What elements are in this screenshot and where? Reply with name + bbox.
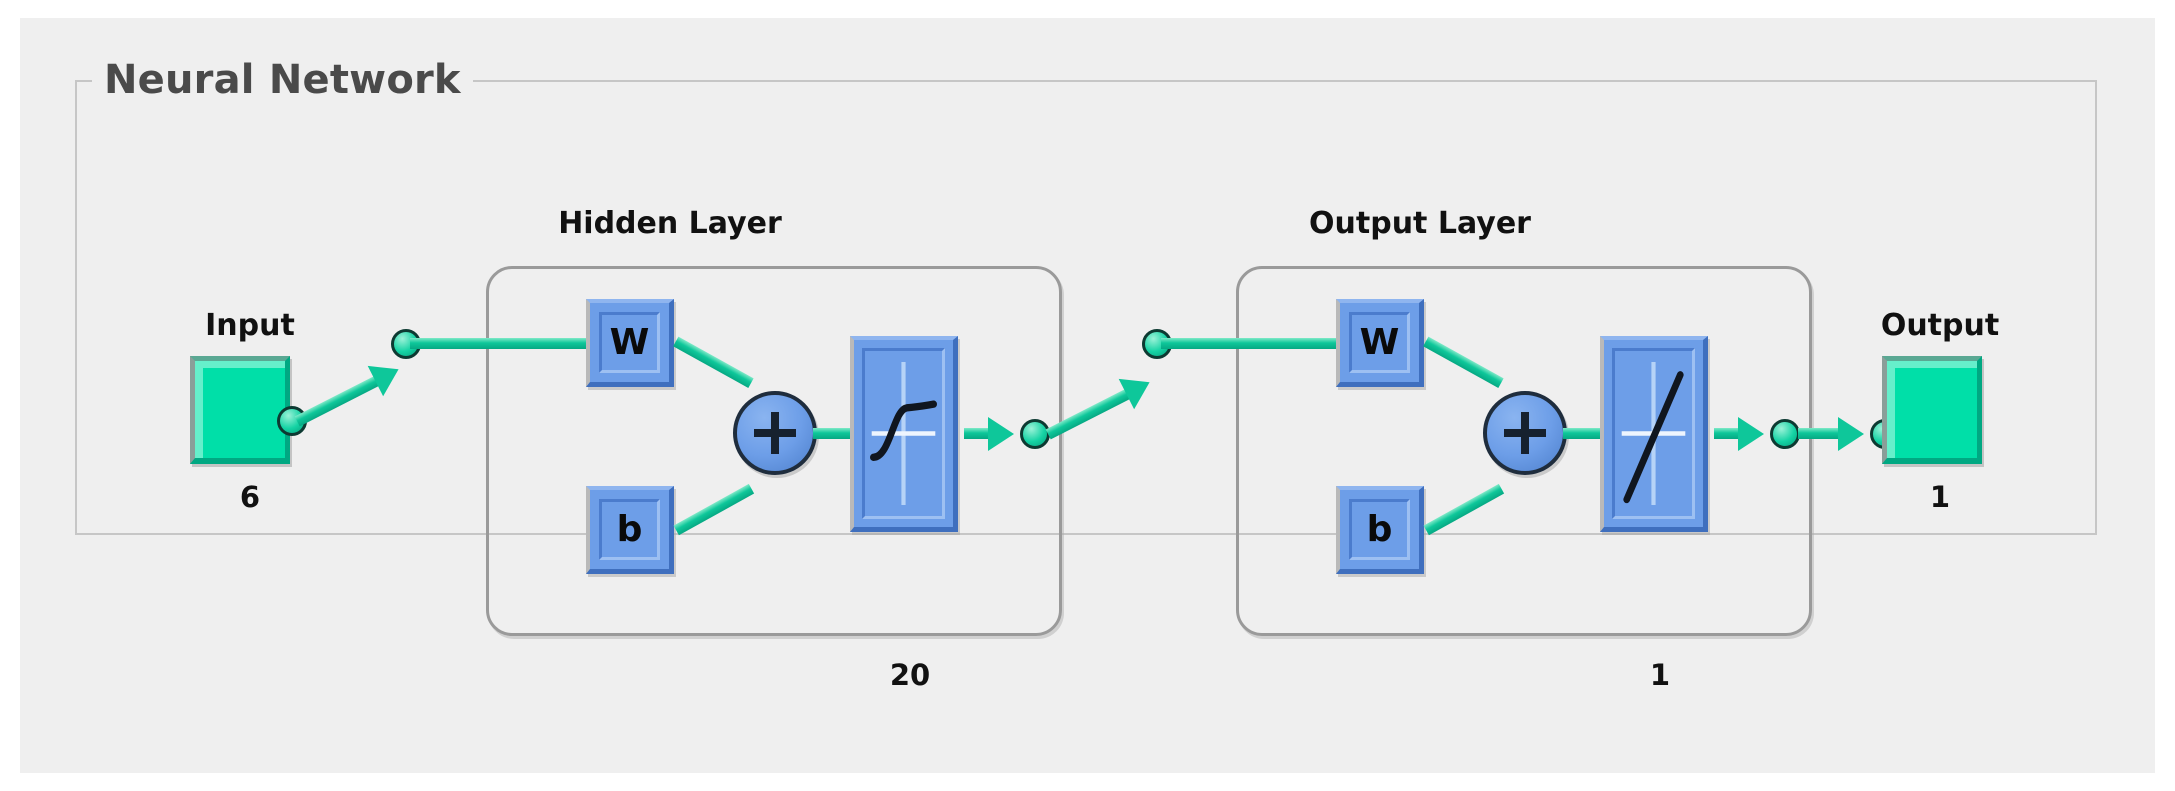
- output-layer-output-node: [1770, 419, 1800, 449]
- output-block: [1882, 356, 1982, 464]
- hidden-layer-label: Hidden Layer: [558, 206, 782, 241]
- input-block: [190, 356, 290, 464]
- arrow-hidden-output: [988, 417, 1014, 451]
- wire-to-hidden-weight: [410, 338, 590, 349]
- page-title: Neural Network: [92, 56, 473, 104]
- input-label: Input: [205, 308, 295, 343]
- hidden-bias-block: b: [586, 486, 674, 574]
- wire-hidden-sum-to-transfer: [813, 428, 857, 439]
- wire-output-sum-to-transfer: [1563, 428, 1607, 439]
- output-weight-label: W: [1349, 312, 1410, 373]
- plus-icon-horizontal: [753, 429, 797, 437]
- purelin-icon: [1612, 348, 1695, 519]
- wire-to-output-block: [1798, 428, 1844, 439]
- output-bias-block: b: [1336, 486, 1424, 574]
- arrow-output-layer-out: [1738, 417, 1764, 451]
- neural-network-group-box: [75, 80, 2097, 535]
- hidden-bias-label: b: [599, 499, 660, 560]
- output-label: Output: [1880, 308, 2000, 343]
- output-layer-size-label: 1: [1649, 658, 1671, 692]
- hidden-layer-size-label: 20: [889, 658, 931, 692]
- output-layer-panel: [1236, 266, 1812, 636]
- plus-icon-horizontal: [1503, 429, 1547, 437]
- output-sum-node: [1483, 391, 1567, 475]
- output-size-label: 1: [1929, 480, 1951, 514]
- arrow-to-output-block: [1838, 417, 1864, 451]
- hidden-layer-output-node: [1020, 419, 1050, 449]
- wire-to-output-weight: [1161, 338, 1341, 349]
- tansig-icon: [862, 348, 945, 519]
- output-bias-label: b: [1349, 499, 1410, 560]
- hidden-weight-block: W: [586, 299, 674, 387]
- input-size-label: 6: [239, 480, 261, 514]
- wire-output-transfer-out: [1714, 428, 1744, 439]
- output-transfer-function-block: [1600, 336, 1708, 532]
- output-weight-block: W: [1336, 299, 1424, 387]
- hidden-transfer-function-block: [850, 336, 958, 532]
- output-layer-label: Output Layer: [1309, 206, 1531, 241]
- hidden-weight-label: W: [599, 312, 660, 373]
- hidden-sum-node: [733, 391, 817, 475]
- neural-network-diagram: Neural Network Input 6 Hidden Layer W b: [20, 18, 2155, 773]
- hidden-layer-panel: [486, 266, 1062, 636]
- wire-hidden-transfer-out: [964, 428, 994, 439]
